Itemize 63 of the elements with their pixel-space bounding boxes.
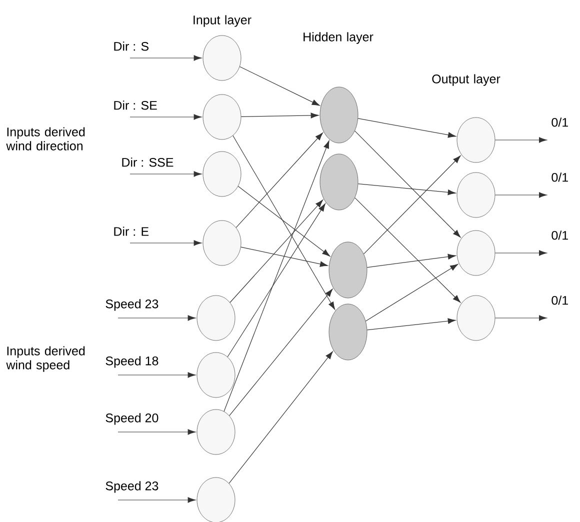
neuron-circle (196, 352, 236, 398)
hidden-neuron (328, 304, 368, 360)
edge-label: Speed 18 (106, 356, 158, 368)
neuron-circle (196, 409, 236, 455)
arrow (236, 132, 323, 228)
group-label: Inputs derived wind direction (6, 127, 85, 150)
arrow (494, 137, 547, 143)
hidden-neuron (320, 154, 358, 210)
arrow (354, 130, 461, 238)
arrow (130, 114, 202, 120)
arrow (130, 55, 202, 61)
arrow (494, 250, 547, 256)
arrow (358, 184, 456, 196)
edge-label: 0/1 (552, 118, 568, 127)
hidden-neuron (320, 86, 358, 144)
arrow (358, 118, 456, 138)
arrow (366, 318, 456, 330)
edge-label: Speed 23 (106, 481, 158, 493)
neuron-circle (202, 151, 242, 197)
arrow (130, 240, 202, 246)
arrow (239, 66, 320, 106)
arrow (118, 429, 196, 435)
edge-label: Dir : S (114, 42, 148, 51)
arrow (230, 200, 324, 303)
neuron-circle (202, 220, 242, 266)
arrow (118, 315, 196, 321)
neuron-circle (456, 117, 496, 163)
edge-label: Dir : SSE (122, 158, 174, 167)
arrow (224, 140, 330, 412)
edge-label: 0/1 (552, 230, 568, 240)
arrow (240, 246, 328, 267)
layer-title: Output layer (432, 74, 500, 86)
arrow (494, 192, 547, 198)
layer-title: Hidden layer (304, 32, 374, 44)
neuron-circle (196, 477, 236, 522)
neuron-circle (456, 172, 496, 218)
neuron-circle (202, 94, 242, 140)
arrow (365, 264, 458, 322)
arrow (354, 197, 461, 303)
arrow (238, 186, 330, 256)
edge-label: Dir : SE (114, 100, 157, 110)
arrow (228, 351, 333, 484)
arrow (364, 155, 461, 254)
edge-label: 0/1 (552, 296, 568, 305)
arrow (118, 497, 196, 503)
neuron-circle (456, 295, 496, 341)
edge-label: Speed 20 (106, 413, 158, 425)
edge-label: 0/1 (552, 172, 568, 182)
arrow (227, 203, 326, 358)
edge-label: Speed 23 (106, 299, 158, 311)
arrow (229, 288, 333, 416)
arrow (494, 315, 547, 321)
neuron-circle (202, 35, 242, 81)
arrow (232, 135, 336, 310)
arrow (366, 254, 456, 268)
neuron-circle (456, 230, 496, 276)
arrow (118, 372, 196, 378)
arrow (130, 171, 202, 177)
hidden-neuron (328, 242, 368, 298)
arrow (240, 112, 319, 118)
neuron-circle (196, 295, 236, 341)
edge-label: Dir : E (114, 226, 149, 236)
group-label: Inputs derived wind speed (6, 346, 85, 372)
